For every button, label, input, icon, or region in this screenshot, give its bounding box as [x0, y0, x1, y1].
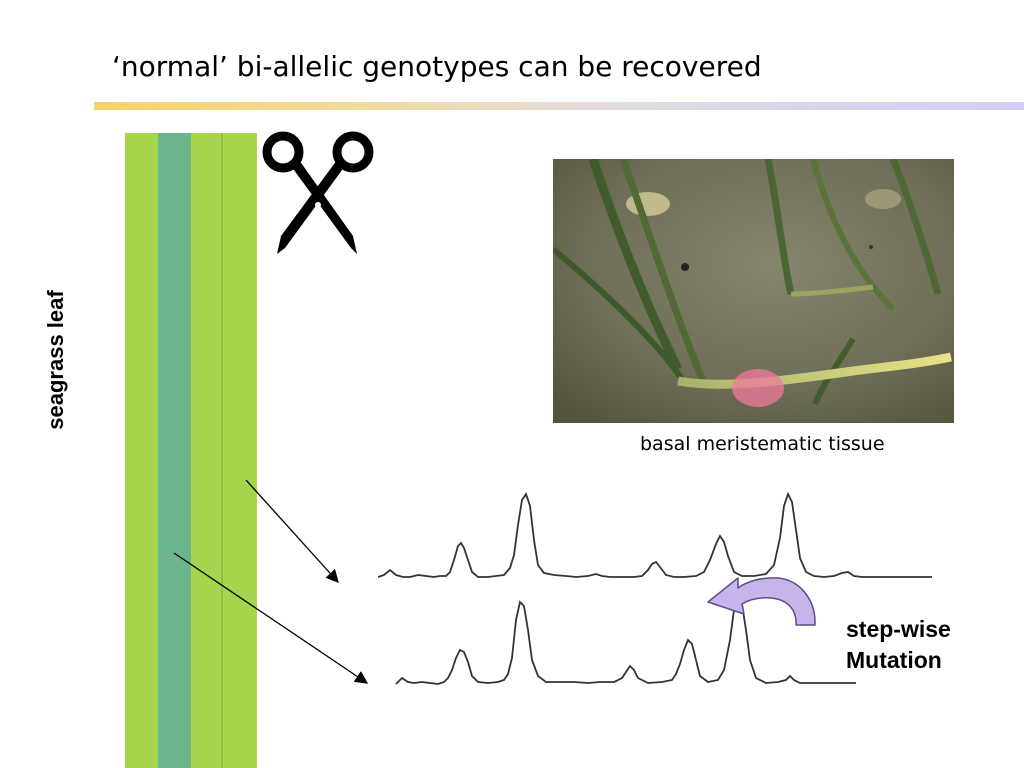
- arrow-to-bottom-trace: [173, 552, 369, 684]
- leaf-stripe-outer-left: [125, 133, 158, 768]
- leaf-stripe-center: [158, 133, 191, 768]
- seagrass-photo: [553, 159, 954, 423]
- slide-title: ‘normal’ bi-allelic genotypes can be rec…: [112, 50, 762, 83]
- seagrass-leaf-diagram: [125, 133, 257, 768]
- trace-normal: [378, 491, 932, 578]
- trace-mutant: [395, 595, 856, 685]
- title-underline: [94, 102, 1024, 110]
- leaf-stripe-inner-right: [191, 133, 223, 768]
- arrow-to-top-trace: [245, 479, 339, 583]
- mutation-label-line1: step-wise: [846, 616, 951, 642]
- curved-arrow-icon: [707, 577, 816, 626]
- leaf-vein-line: [221, 133, 223, 768]
- leaf-stripe-outer-right: [223, 133, 257, 768]
- photo-caption: basal meristematic tissue: [640, 433, 885, 455]
- mutation-label-line2: Mutation: [846, 647, 942, 673]
- mutation-label: step-wise Mutation: [846, 614, 951, 676]
- electropherogram-traces: [378, 491, 932, 685]
- scissors-icon: [262, 131, 374, 254]
